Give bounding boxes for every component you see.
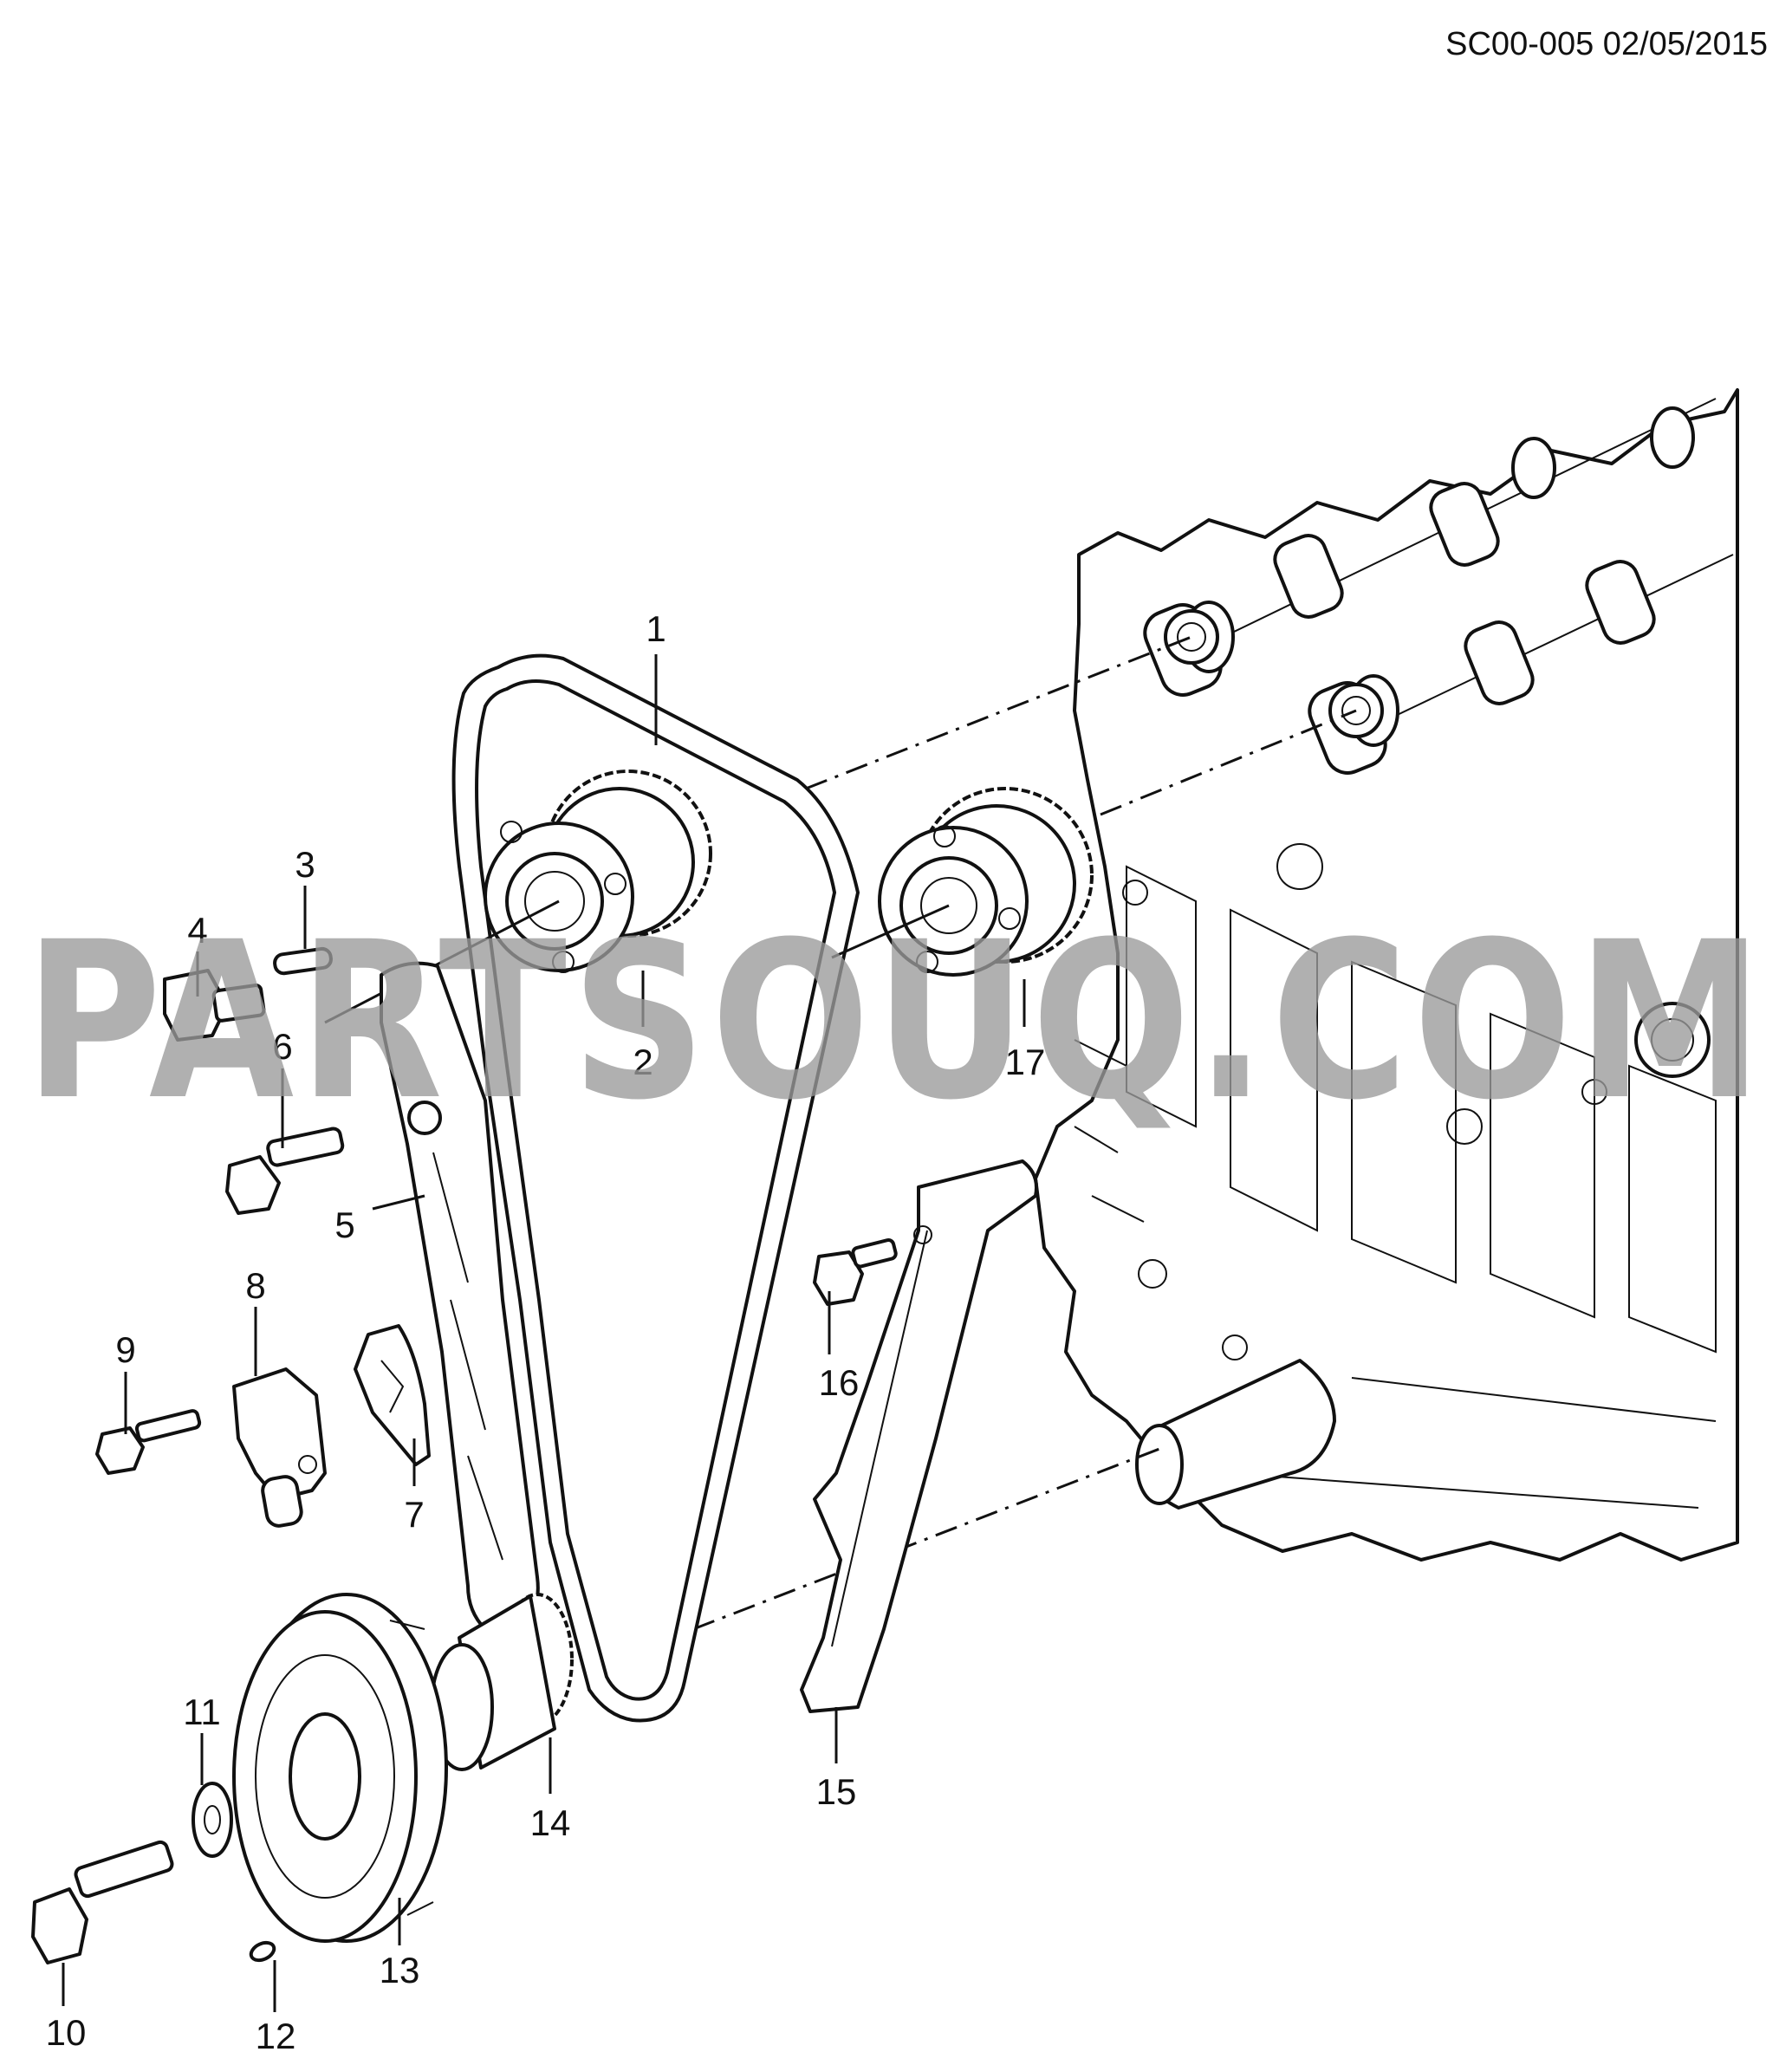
guide-bolt bbox=[225, 1127, 345, 1215]
dowel-pin bbox=[273, 946, 333, 976]
callout-7: 7 bbox=[404, 1494, 424, 1535]
callout-16: 16 bbox=[819, 1362, 860, 1403]
engine-block bbox=[1034, 388, 1739, 1562]
callout-12: 12 bbox=[256, 2016, 296, 2052]
exhaust-camshaft-phaser bbox=[878, 787, 1094, 977]
callout-1: 1 bbox=[646, 608, 666, 649]
watermark: PARTSOUQ.COM bbox=[24, 895, 1768, 1147]
callout-2: 2 bbox=[633, 1042, 653, 1082]
timing-chain-fixed-guide bbox=[800, 1159, 1038, 1713]
callout-10: 10 bbox=[46, 2012, 87, 2052]
crankshaft-sprocket bbox=[430, 1593, 574, 1771]
callout-3: 3 bbox=[295, 844, 315, 885]
crankshaft-key bbox=[249, 1940, 276, 1963]
tensioner-bolt bbox=[95, 1409, 202, 1475]
intake-camshaft-phaser bbox=[484, 770, 712, 973]
callout-15: 15 bbox=[816, 1771, 857, 1812]
callout-6: 6 bbox=[272, 1026, 292, 1067]
crankshaft-pulley-bolt bbox=[31, 1840, 174, 1964]
leader-lines bbox=[62, 654, 1026, 2012]
crankshaft-washer bbox=[192, 1782, 233, 1858]
tensioner-gasket bbox=[354, 1324, 431, 1466]
callout-14: 14 bbox=[530, 1802, 571, 1843]
timing-chain-tensioner bbox=[232, 1367, 327, 1528]
bolt-axis-line bbox=[831, 904, 950, 959]
callout-11: 11 bbox=[183, 1692, 221, 1732]
bolt-axis-line bbox=[324, 899, 560, 1024]
callout-8: 8 bbox=[245, 1265, 265, 1306]
crankshaft-pulley bbox=[232, 1593, 448, 1943]
camshaft-sprocket-bolt bbox=[163, 969, 266, 1042]
callout-17: 17 bbox=[1005, 1042, 1046, 1082]
callout-5: 5 bbox=[334, 1205, 354, 1245]
callout-4: 4 bbox=[187, 910, 207, 951]
alignment-lines bbox=[692, 635, 1357, 1631]
callout-13: 13 bbox=[380, 1950, 420, 1990]
callout-9: 9 bbox=[115, 1329, 135, 1370]
diagram-reference-code: SC00-005 02/05/2015 bbox=[1445, 26, 1768, 62]
fixed-guide-bolt bbox=[813, 1238, 898, 1306]
callout-numbers: 1 2 3 4 5 6 7 8 9 10 11 12 13 14 15 16 1… bbox=[46, 608, 1046, 2052]
